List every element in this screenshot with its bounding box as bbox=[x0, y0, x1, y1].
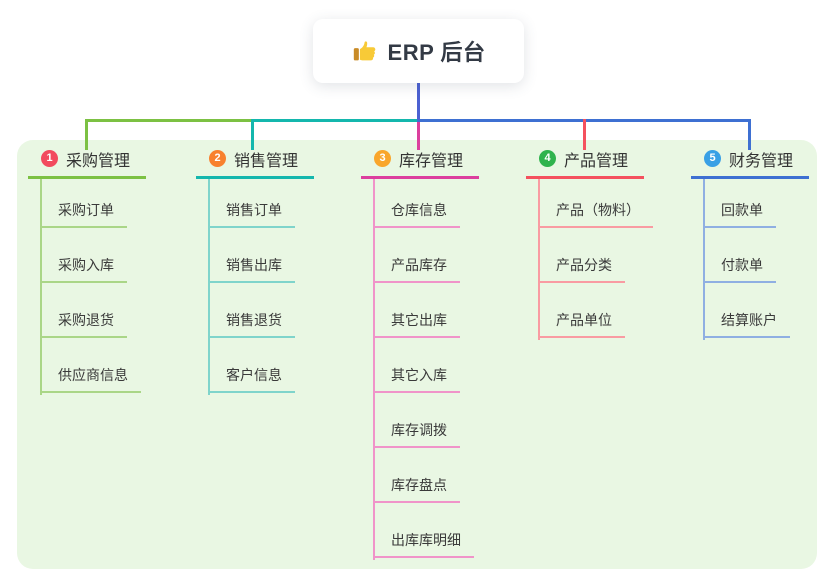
connector-line bbox=[583, 119, 586, 150]
node-customer-info[interactable]: 客户信息 bbox=[208, 360, 295, 393]
node-receipt-voucher[interactable]: 回款单 bbox=[703, 195, 776, 228]
connector-line bbox=[373, 179, 375, 560]
branch-label: 产品管理 bbox=[564, 152, 629, 170]
node-product-material[interactable]: 产品（物料） bbox=[538, 195, 653, 228]
priority-1-icon: 1 bbox=[41, 150, 58, 167]
priority-2-icon: 2 bbox=[209, 150, 226, 167]
branch-header-inventory[interactable]: 3 库存管理 bbox=[361, 146, 479, 179]
priority-5-icon: 5 bbox=[704, 150, 721, 167]
connector-line bbox=[251, 119, 419, 122]
root-node[interactable]: ERP 后台 bbox=[313, 19, 524, 83]
connector-line bbox=[208, 179, 210, 395]
branch-header-sales[interactable]: 2 销售管理 bbox=[196, 146, 314, 179]
connector-line bbox=[538, 179, 540, 340]
root-node-label: ERP 后台 bbox=[387, 40, 486, 65]
mindmap-background-panel bbox=[17, 140, 817, 569]
branch-label: 采购管理 bbox=[66, 152, 131, 170]
node-stock-count[interactable]: 库存盘点 bbox=[373, 470, 460, 503]
node-other-outbound[interactable]: 其它出库 bbox=[373, 305, 460, 338]
branch-label: 销售管理 bbox=[234, 152, 299, 170]
priority-3-icon: 3 bbox=[374, 150, 391, 167]
connector-line bbox=[748, 119, 751, 150]
node-outbound-detail[interactable]: 出库库明细 bbox=[373, 525, 474, 558]
connector-line bbox=[251, 119, 254, 150]
connector-line bbox=[85, 119, 88, 150]
node-stock-transfer[interactable]: 库存调拨 bbox=[373, 415, 460, 448]
priority-4-icon: 4 bbox=[539, 150, 556, 167]
connector-line bbox=[40, 179, 42, 395]
node-product-stock[interactable]: 产品库存 bbox=[373, 250, 460, 283]
branch-header-product[interactable]: 4 产品管理 bbox=[526, 146, 644, 179]
node-supplier-info[interactable]: 供应商信息 bbox=[40, 360, 141, 393]
node-sales-outbound[interactable]: 销售出库 bbox=[208, 250, 295, 283]
connector-line bbox=[417, 122, 420, 150]
node-settlement-account[interactable]: 结算账户 bbox=[703, 305, 790, 338]
node-purchase-order[interactable]: 采购订单 bbox=[40, 195, 127, 228]
node-purchase-inbound[interactable]: 采购入库 bbox=[40, 250, 127, 283]
branch-header-finance[interactable]: 5 财务管理 bbox=[691, 146, 809, 179]
branch-header-purchasing[interactable]: 1 采购管理 bbox=[28, 146, 146, 179]
connector-line bbox=[703, 179, 705, 340]
node-other-inbound[interactable]: 其它入库 bbox=[373, 360, 460, 393]
node-sales-order[interactable]: 销售订单 bbox=[208, 195, 295, 228]
thumbs-up-icon bbox=[353, 41, 375, 61]
node-sales-return[interactable]: 销售退货 bbox=[208, 305, 295, 338]
node-product-unit[interactable]: 产品单位 bbox=[538, 305, 625, 338]
branch-label: 财务管理 bbox=[729, 152, 794, 170]
node-product-category[interactable]: 产品分类 bbox=[538, 250, 625, 283]
connector-line bbox=[417, 83, 420, 120]
node-purchase-return[interactable]: 采购退货 bbox=[40, 305, 127, 338]
node-payment-voucher[interactable]: 付款单 bbox=[703, 250, 776, 283]
branch-label: 库存管理 bbox=[399, 152, 464, 170]
connector-line bbox=[85, 119, 255, 122]
node-warehouse-info[interactable]: 仓库信息 bbox=[373, 195, 460, 228]
